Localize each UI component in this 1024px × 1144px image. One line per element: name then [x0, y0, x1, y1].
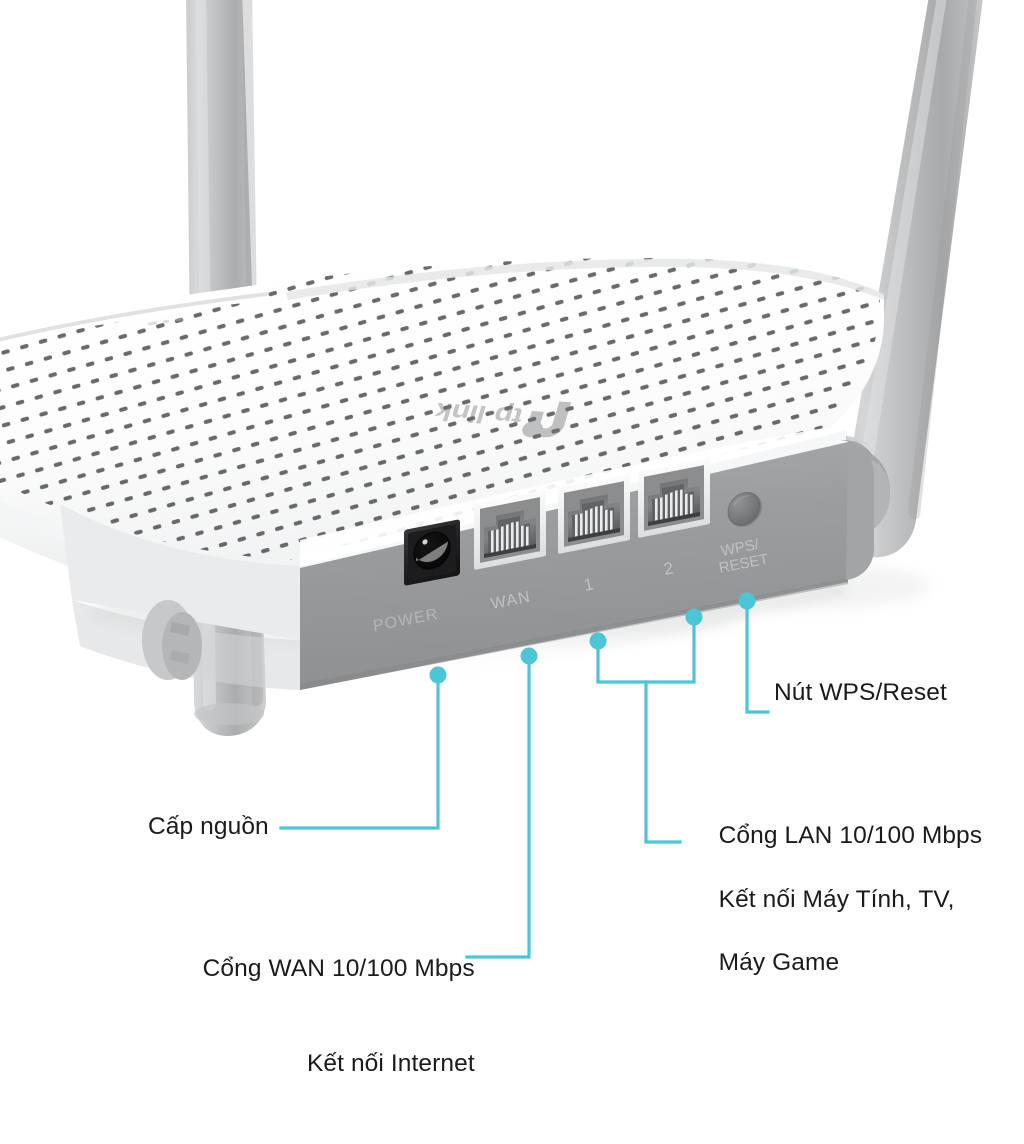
callout-wan-label: Cổng WAN 10/100 Mbps Kết nối Internet [175, 921, 475, 1144]
leader-lan [589, 608, 703, 844]
callout-power-label: Cấp nguồn [148, 813, 269, 840]
callout-lan-line3: Máy Game [718, 949, 840, 977]
router-illustration: tp-link [0, 0, 983, 959]
leader-wps [738, 592, 770, 714]
led-legend [148, 317, 184, 326]
rj45-port-lan1 [558, 474, 630, 554]
antenna-hinge-left [142, 600, 202, 680]
callout-leaders [279, 592, 770, 959]
rj45-port-lan2 [638, 458, 710, 538]
lan1-port-label: 1 [582, 574, 595, 594]
lan2-port-label: 2 [662, 558, 675, 578]
svg-text:tp-link: tp-link [430, 398, 526, 431]
power-jack [404, 519, 460, 586]
leader-wan [465, 647, 538, 959]
tp-link-logo: tp-link [430, 398, 572, 438]
rj45-port-wan [474, 490, 546, 570]
illustration-canvas: tp-link [0, 0, 983, 1078]
callout-wps-label: Nút WPS/Reset [774, 679, 947, 706]
wps-reset-button [727, 492, 762, 528]
callout-lan-label: Cổng LAN 10/100 Mbps Kết nối Máy Tính, T… [691, 788, 982, 1011]
router-right-corner [840, 440, 874, 580]
callout-wan-line1: Cổng WAN 10/100 Mbps [202, 954, 475, 982]
router-rear-panel [300, 440, 848, 690]
leader-power [279, 666, 447, 830]
router-body: tp-link [0, 258, 884, 690]
callout-wan-line2: Kết nối Internet [306, 1050, 475, 1078]
callout-lan-line1: Cổng LAN 10/100 Mbps [718, 821, 983, 849]
antenna-right [841, 0, 983, 558]
callout-lan-line2: Kết nối Máy Tính, TV, [718, 885, 955, 913]
